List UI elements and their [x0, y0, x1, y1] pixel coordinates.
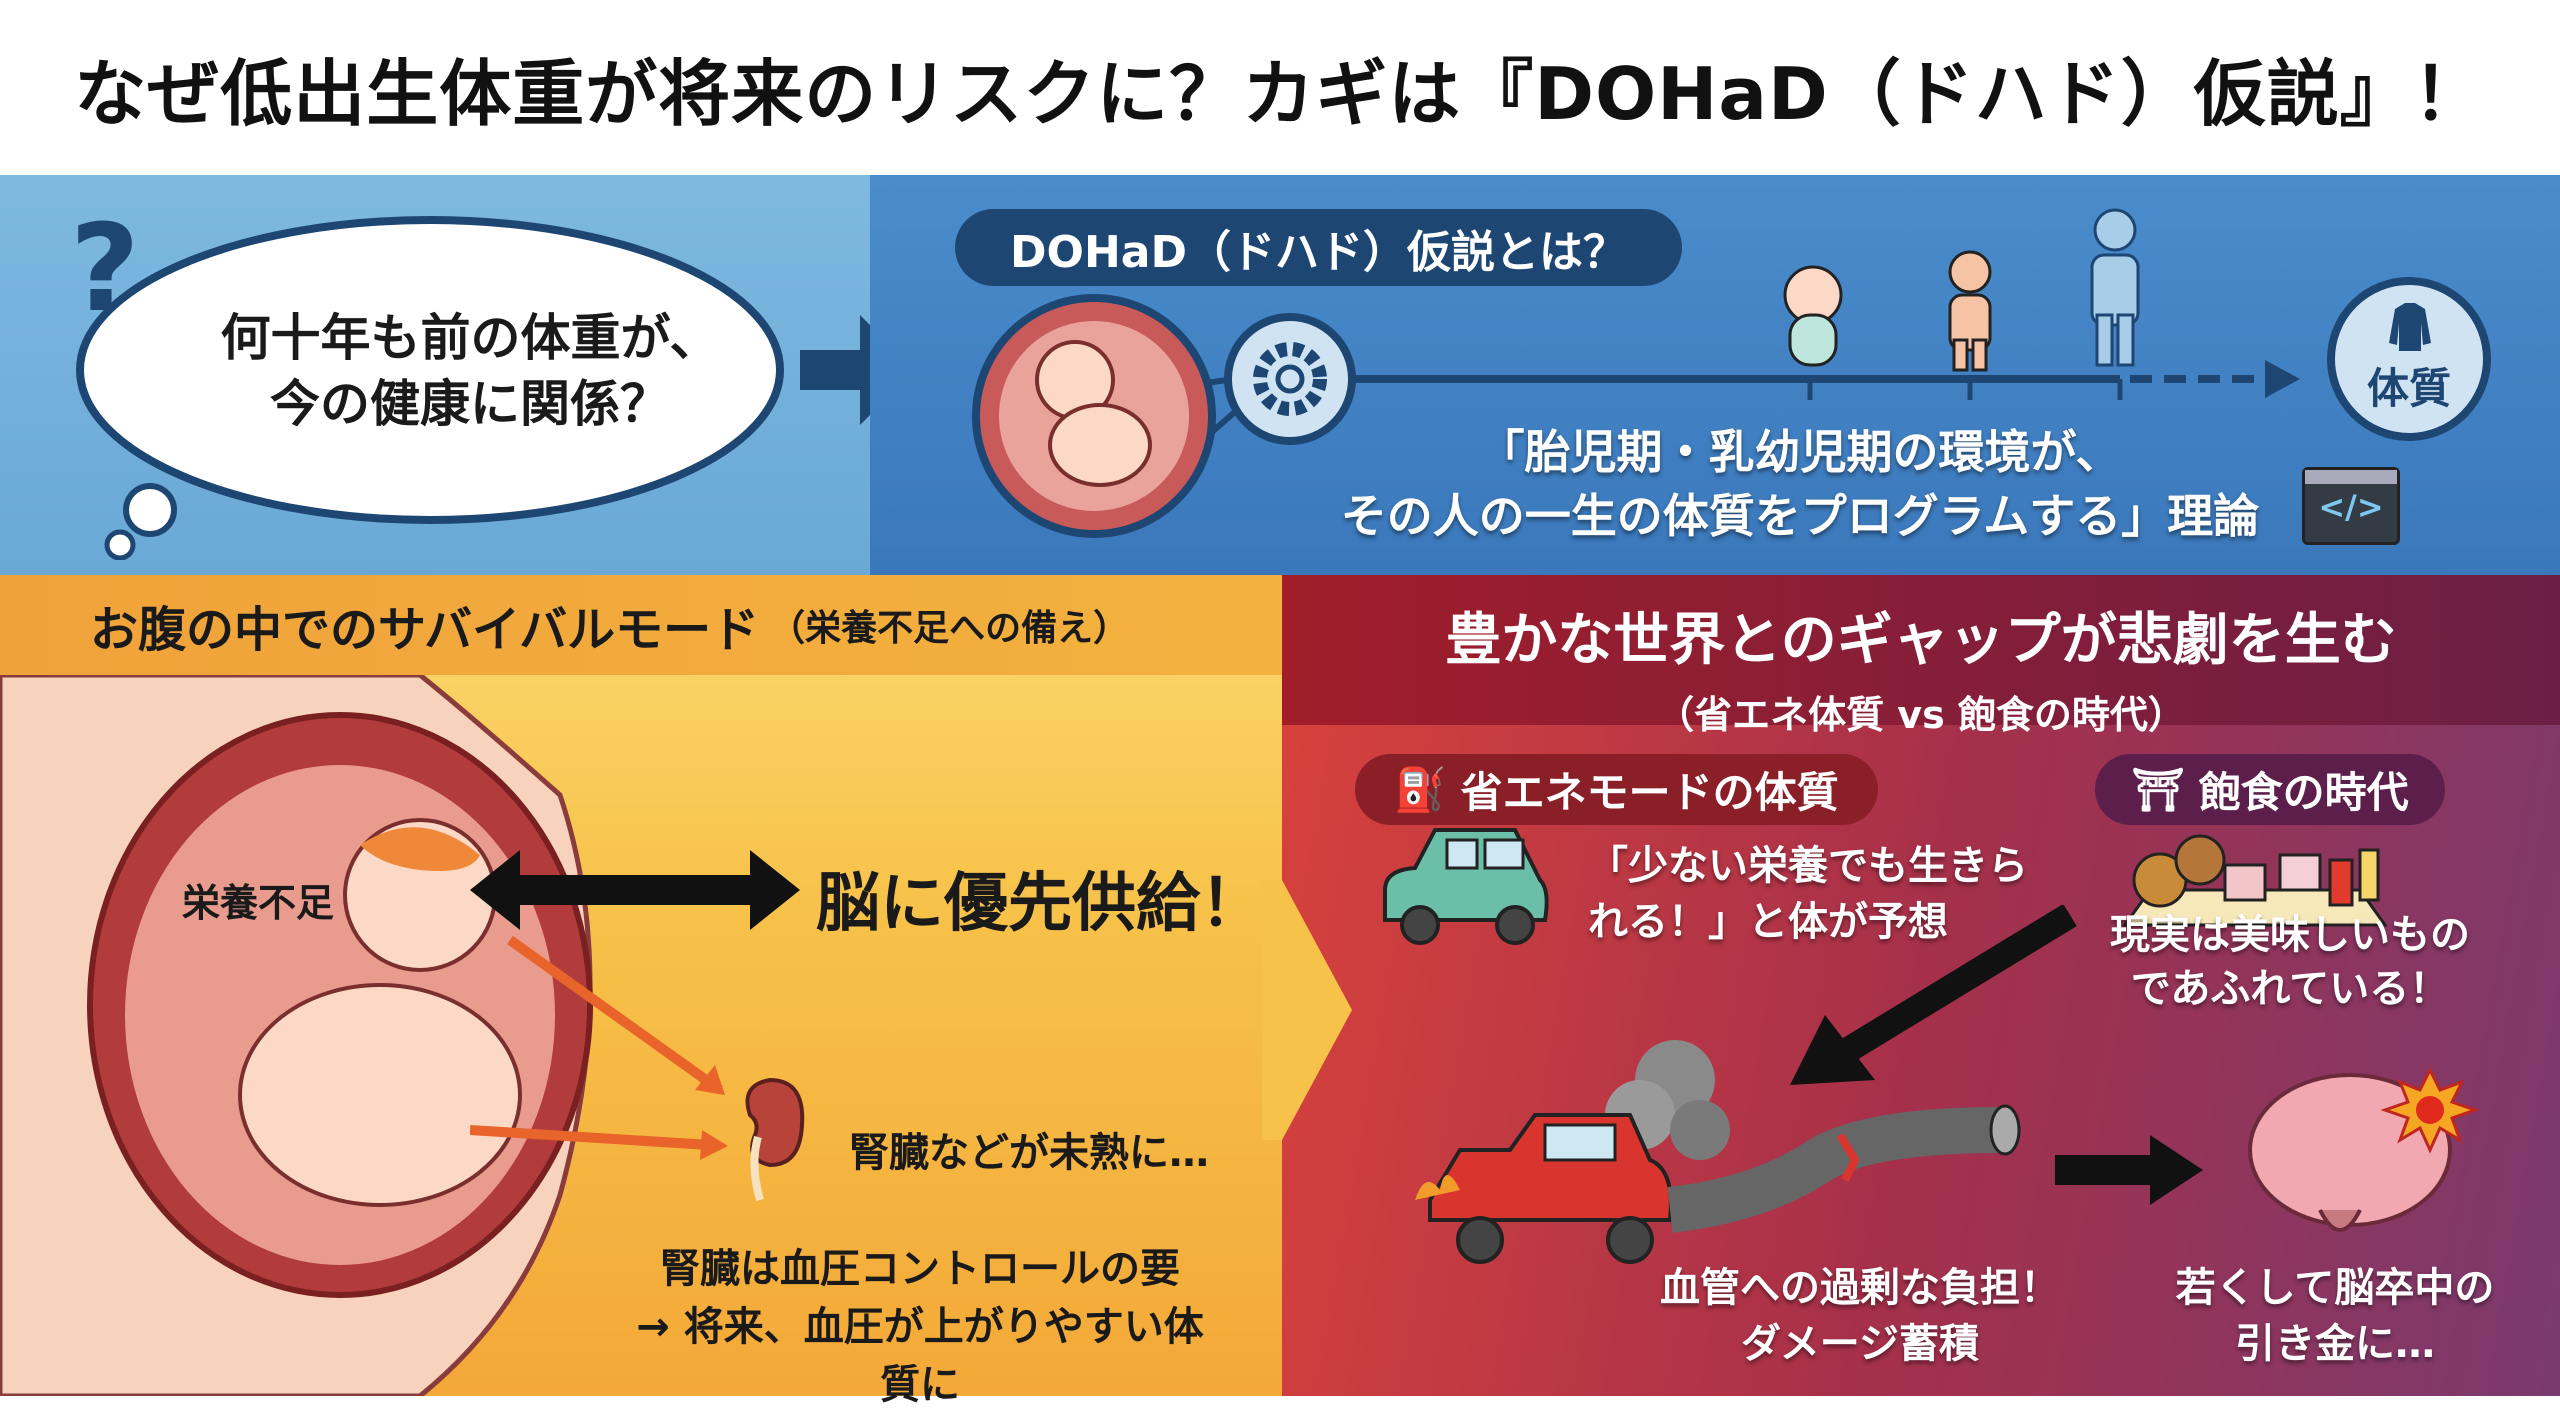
life-timeline: [1350, 208, 2300, 400]
adult-icon: [2090, 208, 2140, 367]
gear-icon: [1253, 342, 1327, 416]
orange-arrows: [470, 935, 728, 1160]
shirt-icon: [2389, 303, 2431, 351]
brain-icon: [2248, 1066, 2480, 1232]
kidney-explanation: 腎臓は血圧コントロールの要 → 将来、血圧が上がりやすい体質に: [620, 1240, 1220, 1414]
malnutrition-label: 栄養不足: [182, 881, 335, 925]
feast-pill: ⛩ 飽食の時代: [2095, 754, 2445, 825]
broken-car-pipe-illustration: [1415, 1040, 2021, 1264]
gap-header: 豊かな世界とのギャップが悲劇を生む （省エネ体質 vs 飽食の時代）: [1282, 575, 2560, 737]
survival-title: お腹の中でのサバイバルモード: [90, 602, 760, 658]
feast-line-1: 現実は美味しいもの: [2110, 912, 2470, 958]
vessel-line-1: 血管への過剰な負担！: [1660, 1265, 2060, 1311]
thought-bubble: [76, 216, 784, 560]
chevron-connector: [1262, 880, 1352, 1140]
intro-line-1: 何十年も前の体重が、: [220, 309, 720, 367]
brain-priority-text: 脳に優先供給！: [816, 867, 1264, 941]
feast-text: 現実は美味しいもの であふれている！: [2080, 908, 2500, 1016]
baby-icon: [1783, 265, 1843, 367]
food-table-icon: [2122, 834, 2388, 927]
kidney-line-2: → 将来、血圧が上がりやすい体質に: [636, 1304, 1204, 1408]
kidney-line-1: 腎臓は血圧コントロールの要: [660, 1246, 1180, 1292]
feast-line-2: であふれている！: [2130, 966, 2450, 1012]
intro-text: 何十年も前の体重が、 今の健康に関係？: [160, 305, 780, 437]
survival-subtitle: （栄養不足への備え）: [769, 608, 1130, 649]
quote-line-2: その人の一生の体質をプログラムする」理論: [1340, 489, 2260, 543]
eco-line-1: 「少ない栄養でも生きら: [1588, 843, 2028, 889]
dohad-pill: DOHaD（ドハド）仮説とは？: [955, 209, 1682, 286]
gap-title: 豊かな世界とのギャップが悲劇を生む: [1445, 608, 2397, 673]
black-arrow-down-left-icon: [1790, 905, 2077, 1085]
question-mark-icon: ?: [70, 200, 140, 339]
black-arrow-right-icon: [2055, 1135, 2203, 1205]
survival-header: お腹の中でのサバイバルモード（栄養不足への備え）: [0, 575, 1282, 675]
quote-line-1: 「胎児期・乳幼児期の環境が、: [1478, 425, 2122, 479]
intro-line-2: 今の健康に関係？: [270, 375, 670, 433]
dohad-quote: 「胎児期・乳幼児期の環境が、 その人の一生の体質をプログラムする」理論: [1320, 420, 2280, 548]
page-title: なぜ低出生体重が将来のリスクに？カギは『DOHaD（ドハド）仮説』！: [0, 0, 2560, 175]
gap-subtitle: （省エネ体質 vs 飽食の時代）: [1656, 693, 2186, 737]
kidney-icon: [745, 1077, 805, 1202]
child-icon: [1948, 250, 1992, 372]
double-arrow-icon: [470, 850, 800, 930]
fetus-illustration: [972, 294, 1356, 538]
eco-mode-label: 省エネモードの体質: [1460, 768, 1839, 817]
vessel-damage-text: 血管への過剰な負担！ ダメージ蓄積: [1640, 1260, 2080, 1372]
eco-quote: 「少ない栄養でも生きら れる！」と体が予想: [1588, 838, 2028, 950]
feast-label: 飽食の時代: [2198, 768, 2409, 817]
buffet-icon: ⛩: [2131, 764, 2185, 814]
constitution-label: 体質: [2366, 364, 2451, 413]
constitution-badge: 体質: [2327, 277, 2491, 441]
code-window-icon: </>: [2302, 467, 2400, 545]
pregnant-body-illustration: [0, 675, 593, 1396]
green-car-icon: [1383, 828, 1549, 945]
kidney-immature-text: 腎臓などが未熟に…: [849, 1130, 1209, 1176]
stroke-line-2: 引き金に…: [2235, 1321, 2435, 1367]
eco-line-2: れる！」と体が予想: [1588, 899, 1948, 945]
eco-mode-pill: ⛽ 省エネモードの体質: [1355, 754, 1878, 825]
stroke-line-1: 若くして脳卒中の: [2175, 1265, 2495, 1311]
fuel-pump-icon: ⛽: [1394, 764, 1447, 814]
stroke-risk-text: 若くして脳卒中の 引き金に…: [2130, 1260, 2540, 1372]
vessel-line-2: ダメージ蓄積: [1741, 1321, 1979, 1367]
